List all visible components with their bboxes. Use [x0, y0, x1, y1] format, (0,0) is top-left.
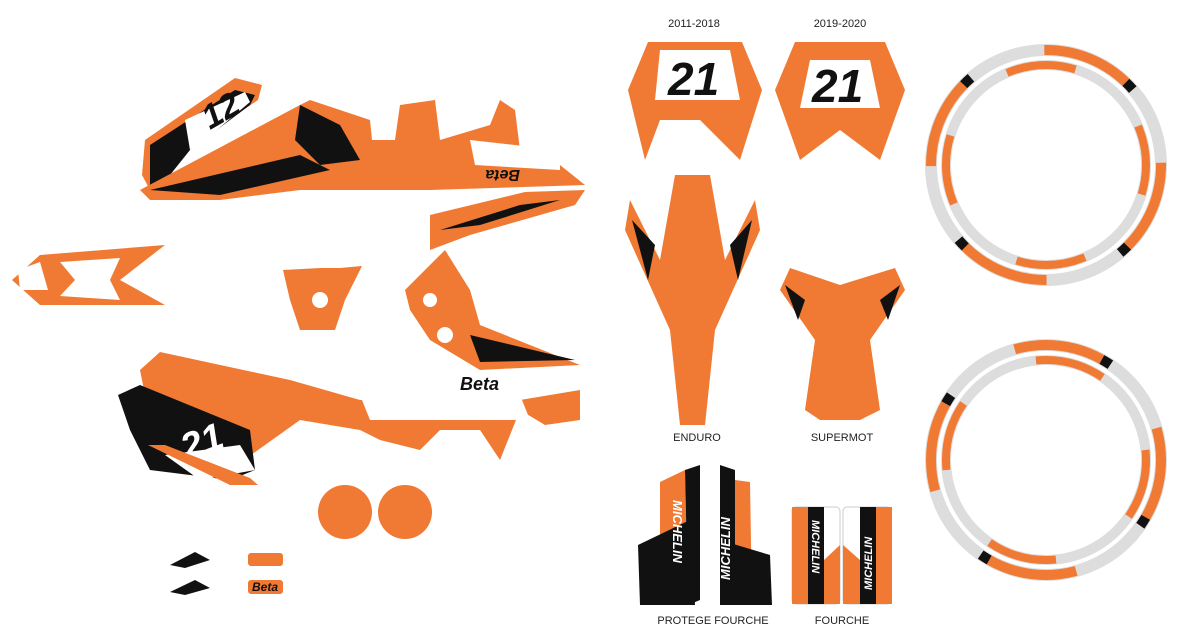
front-fender-enduro [625, 175, 760, 425]
small-plate [283, 266, 362, 330]
brand-small: Beta [252, 580, 278, 594]
rear-fender [12, 245, 165, 305]
side-panel-bottom: 21 Beta [118, 352, 580, 485]
hub-sticker-left [318, 485, 372, 539]
label-fourche: FOURCHE [815, 615, 869, 627]
brand-top: Beta [485, 166, 520, 183]
fork-brand-left: MICHELIN [670, 500, 685, 563]
fork-brand-right: MICHELIN [718, 517, 733, 580]
number-plate-2019: 21 [775, 42, 905, 160]
rim-sticker-front [925, 44, 1167, 286]
front-fender-supermot [780, 268, 905, 420]
label-enduro: ENDURO [673, 432, 721, 444]
plate-number-2011: 21 [667, 53, 719, 105]
label-protege-fourche: PROTEGE FOURCHE [657, 615, 768, 627]
number-plate-2011: 21 [628, 42, 762, 160]
airbox-cover [405, 250, 580, 370]
fork-guards: MICHELIN MICHELIN [638, 465, 772, 605]
fork-sticker-brand-left: MICHELIN [809, 520, 821, 574]
label-2019-2020: 2019-2020 [814, 18, 867, 30]
hub-sticker-right [378, 485, 432, 539]
brand-bottom: Beta [460, 374, 499, 394]
small-stickers: Beta [170, 552, 283, 595]
label-2011-2018: 2011-2018 [668, 18, 720, 30]
fork-sticker-brand-right: MICHELIN [863, 536, 875, 590]
side-panel-top: Beta [140, 100, 585, 200]
rim-sticker-rear [925, 339, 1167, 581]
label-supermot: SUPERMOT [811, 432, 874, 444]
rear-side-piece [430, 190, 585, 250]
fork-stickers: MICHELIN MICHELIN [791, 506, 892, 605]
plate-number-2019: 21 [811, 60, 863, 112]
